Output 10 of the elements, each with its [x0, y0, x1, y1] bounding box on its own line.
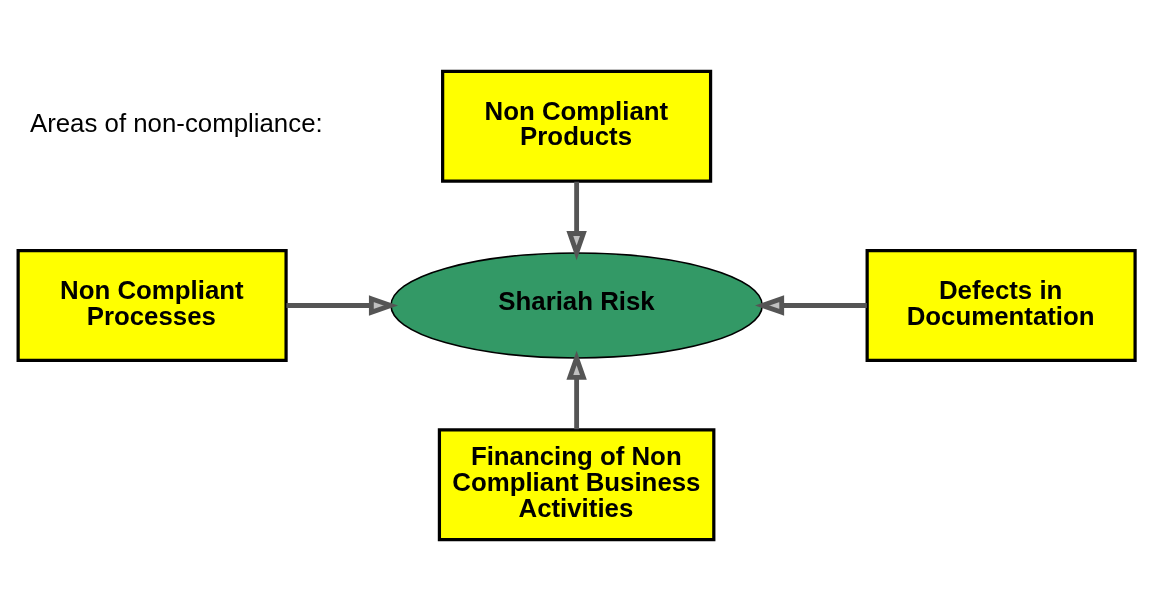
- arrow: [286, 294, 399, 316]
- node-box: Non Compliant Processes: [16, 248, 288, 362]
- arrow: [755, 294, 867, 316]
- arrow: [566, 181, 587, 260]
- node-box: Defects in Documentation: [865, 248, 1137, 362]
- node-ellipse: Shariah Risk: [390, 251, 764, 359]
- node-box: Financing of Non Compliant Business Activities: [437, 427, 716, 541]
- arrow: [566, 350, 587, 429]
- node-box: Non Compliant Products: [441, 69, 713, 183]
- label: Areas of non-compliance:: [29, 108, 323, 137]
